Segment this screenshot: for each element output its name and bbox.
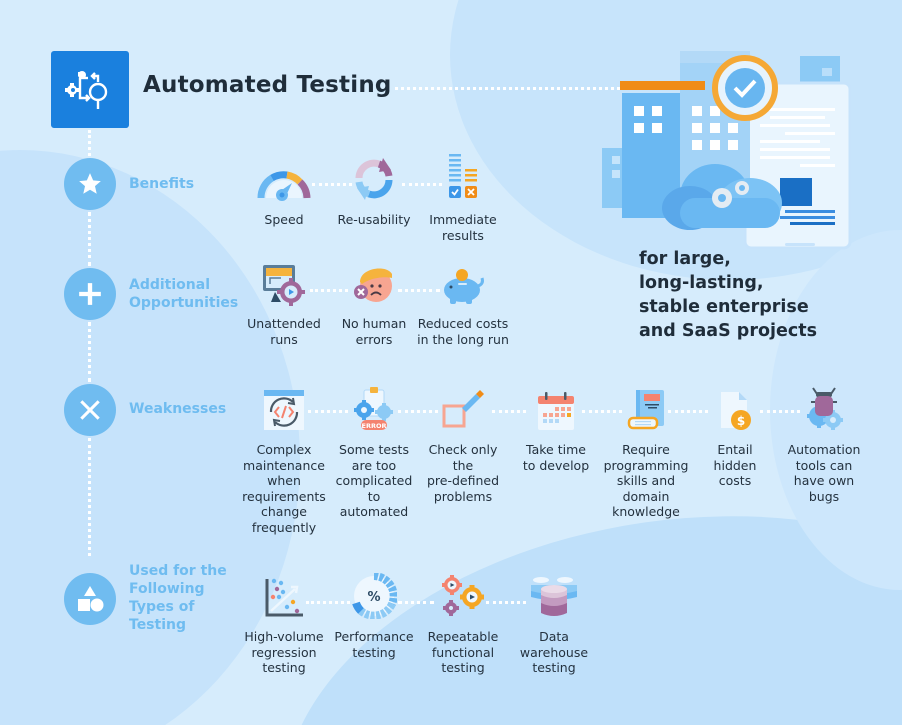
logo (51, 51, 129, 128)
testing-type-performance: % Performance testing (319, 567, 429, 660)
star-icon (79, 173, 101, 194)
percent-gauge-icon: % (352, 573, 397, 619)
timeline-dots (88, 438, 91, 556)
weakness-item-take-time: Take time to develop (501, 380, 611, 473)
weakness-item-programming-skills: Require programming skills and domain kn… (591, 380, 701, 520)
scatter-regression-icon (265, 578, 303, 617)
timeline-dots (88, 322, 91, 382)
benefits-section-badge (64, 158, 116, 210)
weakness-item-tool-bugs: Automation tools can have own bugs (769, 380, 879, 504)
connector-dots (312, 183, 352, 186)
checklist-results-icon (449, 154, 477, 198)
connector-dots (310, 289, 348, 292)
section-title-additional-opportunities: Additional Opportunities (129, 277, 239, 311)
benefit-item-immediate-results: Immediate results (408, 150, 518, 243)
section-title-benefits: Benefits (129, 176, 195, 192)
weakness-item-complicated-tests: ERROR Some tests are too complicated to … (319, 380, 429, 520)
sad-face-error-icon (354, 268, 392, 302)
benefit-item-reusability: Re-usability (319, 150, 429, 228)
connector-dots (398, 289, 440, 292)
timeline-dots (88, 212, 91, 266)
x-icon (80, 400, 100, 420)
connector-dots (582, 410, 622, 413)
calendar-icon (538, 392, 574, 430)
database-icon (531, 577, 577, 616)
section-title-testing-types: Used for the Following Types of Testing (129, 563, 227, 633)
svg-text:ERROR: ERROR (362, 422, 387, 430)
connector-dots (760, 410, 800, 413)
document-dollar-icon: $ (721, 392, 751, 430)
plus-icon (79, 283, 101, 305)
piggy-bank-icon (444, 269, 484, 304)
connector-dots (398, 601, 434, 604)
connector-dots (308, 410, 348, 413)
checkbox-pencil-icon (442, 390, 484, 428)
section-title-weaknesses: Weaknesses (129, 401, 227, 417)
svg-text:%: % (367, 590, 380, 605)
weakness-item-complex-maintenance: Complex maintenance when requirements ch… (229, 380, 339, 535)
weakness-item-hidden-costs: $ Entail hidden costs (680, 380, 790, 489)
enterprise-buildings-cloud-illustration (602, 51, 852, 250)
weaknesses-section-badge (64, 384, 116, 436)
weakness-item-predefined-problems: Check only the pre-defined problems (408, 380, 518, 504)
bug-gear-icon (807, 387, 843, 430)
gear-error-icon: ERROR (354, 387, 393, 430)
testing-type-data-warehouse: Data warehouse testing (499, 567, 609, 676)
opportunity-item-no-human-errors: No human errors (319, 254, 429, 347)
opportunity-item-reduced-costs: Reduced costs in the long run (408, 254, 518, 347)
automation-gear-cycle-icon (65, 70, 108, 109)
testing-type-regression: High-volume regression testing (229, 567, 339, 676)
speedometer-icon (257, 171, 311, 201)
connector-dots (492, 410, 526, 413)
books-icon (627, 390, 664, 430)
monitor-gear-play-icon (263, 265, 305, 306)
benefit-item-speed: Speed (229, 150, 339, 228)
timeline-dots (88, 130, 91, 156)
opportunities-section-badge (64, 268, 116, 320)
code-refresh-icon (264, 390, 304, 430)
connector-dots (402, 183, 442, 186)
testing-type-repeatable-functional: Repeatable functional testing (408, 567, 518, 676)
connector-dots (668, 410, 708, 413)
refresh-cycle-icon (355, 158, 393, 200)
tagline: for large, long-lasting, stable enterpri… (639, 249, 818, 341)
opportunity-item-unattended-runs: Unattended runs (229, 254, 339, 347)
connector-dots (395, 87, 620, 90)
gears-play-icon (442, 575, 484, 616)
testing-types-section-badge (64, 573, 116, 625)
shapes-icon (78, 586, 104, 612)
connector-dots (306, 601, 350, 604)
svg-text:$: $ (737, 414, 745, 428)
page-title: Automated Testing (143, 72, 392, 98)
connector-dots (486, 601, 526, 604)
connector-dots (398, 410, 438, 413)
